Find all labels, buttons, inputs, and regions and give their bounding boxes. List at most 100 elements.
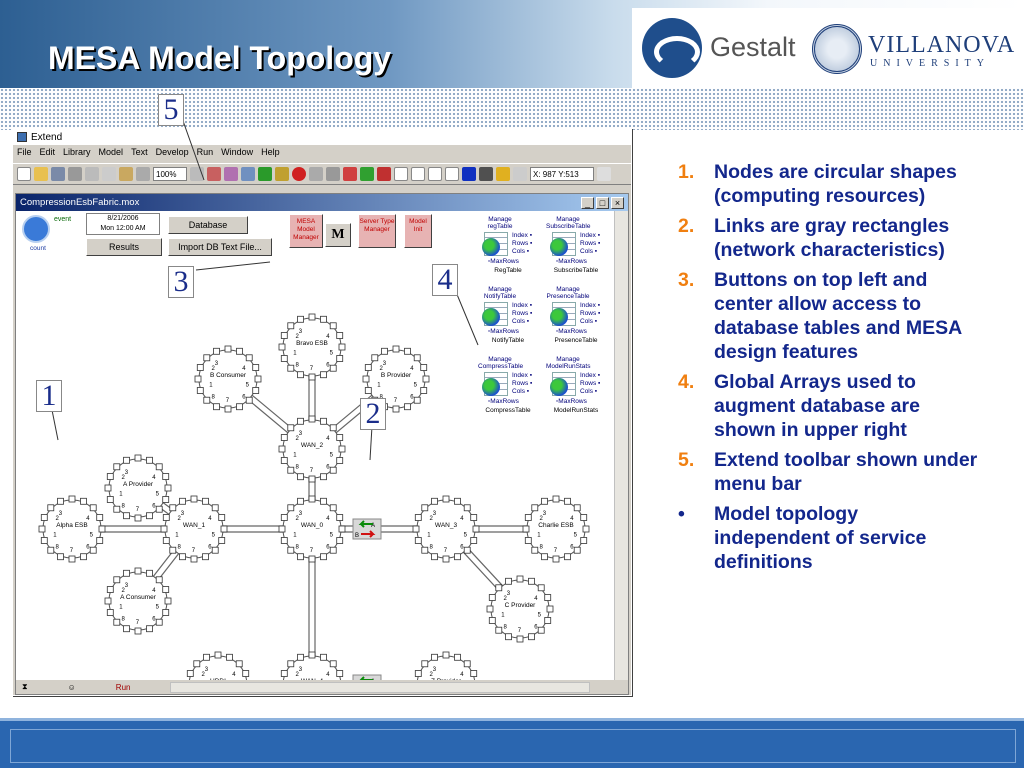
node-connector[interactable] — [580, 537, 588, 544]
node-connector[interactable] — [280, 514, 288, 521]
node-connector[interactable] — [96, 537, 104, 544]
step-icon[interactable] — [309, 167, 323, 181]
node-connector[interactable] — [203, 354, 211, 362]
results-button[interactable]: Results — [86, 238, 162, 256]
node-connector[interactable] — [420, 364, 428, 371]
node-connector[interactable] — [98, 525, 106, 533]
check-icon[interactable] — [360, 167, 374, 181]
grid-icon[interactable] — [597, 167, 611, 181]
node-connector[interactable] — [336, 670, 344, 677]
node-connector[interactable] — [104, 484, 112, 492]
node-connector[interactable] — [541, 553, 548, 561]
node-connector[interactable] — [106, 473, 114, 480]
node-connector[interactable] — [297, 473, 304, 481]
menu-file[interactable]: File — [17, 147, 32, 157]
pointer-plus-icon[interactable] — [411, 167, 425, 181]
node-connector[interactable] — [38, 525, 46, 533]
node-label[interactable]: WAN_2 — [301, 442, 324, 449]
node-connector[interactable] — [280, 355, 288, 362]
node-connector[interactable] — [202, 553, 209, 561]
connect-icon[interactable] — [326, 167, 340, 181]
node-connector[interactable] — [524, 514, 532, 521]
node-connector[interactable] — [287, 504, 295, 512]
node-connector[interactable] — [404, 347, 411, 355]
node-connector[interactable] — [522, 525, 530, 533]
node-label[interactable]: WAN_1 — [183, 522, 206, 529]
node-connector[interactable] — [113, 618, 121, 626]
node-connector[interactable] — [364, 387, 372, 394]
node-connector[interactable] — [329, 466, 337, 474]
node-connector[interactable] — [164, 484, 172, 492]
server-type-manager-button[interactable]: Server Type Manager — [358, 214, 396, 248]
node-connector[interactable] — [364, 364, 372, 371]
node-label[interactable]: A Provider — [123, 481, 154, 488]
node-uddi[interactable]: 32415867UDDI — [185, 651, 251, 681]
node-connector[interactable] — [213, 403, 220, 411]
menu-run[interactable]: Run — [196, 147, 214, 157]
blue-box-icon[interactable] — [462, 167, 476, 181]
page-icon[interactable] — [513, 167, 527, 181]
node-connector[interactable] — [190, 495, 198, 503]
open-folder-icon[interactable] — [34, 167, 48, 181]
node-connector[interactable] — [541, 497, 548, 505]
node-connector[interactable] — [155, 618, 163, 626]
node-connector[interactable] — [336, 355, 344, 362]
node-connector[interactable] — [113, 576, 121, 584]
library-icon[interactable] — [224, 167, 238, 181]
node-connector[interactable] — [146, 625, 153, 633]
node-connector[interactable] — [336, 457, 344, 464]
close-button[interactable]: × — [611, 196, 624, 209]
node-connector[interactable] — [544, 617, 552, 624]
node-connector[interactable] — [123, 456, 130, 464]
print-icon[interactable] — [68, 167, 82, 181]
undo-icon[interactable] — [136, 167, 150, 181]
animate-icon[interactable] — [275, 167, 289, 181]
node-connector[interactable] — [297, 553, 304, 561]
node-connector[interactable] — [329, 660, 337, 668]
node-connector[interactable] — [169, 546, 177, 554]
node-connector[interactable] — [308, 555, 316, 563]
node-connector[interactable] — [336, 514, 344, 521]
node-connector[interactable] — [531, 546, 539, 554]
node-connector[interactable] — [224, 405, 232, 413]
node-label[interactable]: UDDI — [210, 678, 226, 681]
node-connector[interactable] — [308, 373, 316, 381]
zoom-select[interactable]: 100% — [153, 167, 187, 181]
node-connector[interactable] — [336, 434, 344, 441]
node-connector[interactable] — [297, 417, 304, 425]
node-connector[interactable] — [564, 553, 571, 561]
node-connector[interactable] — [155, 576, 163, 584]
node-connector[interactable] — [123, 512, 130, 520]
node-label[interactable]: C Provider — [505, 602, 537, 609]
notebook-icon[interactable] — [241, 167, 255, 181]
node-connector[interactable] — [392, 345, 400, 353]
node-label[interactable]: WAN_3 — [435, 522, 458, 529]
menu-develop[interactable]: Develop — [155, 147, 189, 157]
node-connector[interactable] — [280, 332, 288, 339]
node-connector[interactable] — [162, 609, 170, 616]
node-connector[interactable] — [280, 670, 288, 677]
node-connector[interactable] — [134, 627, 142, 635]
m-logo-button[interactable]: M — [325, 223, 351, 247]
node-connector[interactable] — [495, 626, 503, 634]
node-connector[interactable] — [190, 555, 198, 563]
node-connector[interactable] — [134, 454, 142, 462]
node-connector[interactable] — [320, 315, 327, 323]
node-connector[interactable] — [162, 537, 170, 544]
node-connector[interactable] — [218, 514, 226, 521]
node-connector[interactable] — [531, 504, 539, 512]
node-connector[interactable] — [280, 537, 288, 544]
node-connector[interactable] — [308, 495, 316, 503]
node-connector[interactable] — [472, 525, 480, 533]
node-connector[interactable] — [252, 387, 260, 394]
node-connector[interactable] — [573, 546, 581, 554]
node-connector[interactable] — [413, 354, 421, 362]
node-connector[interactable] — [495, 584, 503, 592]
ab-link-rect[interactable] — [352, 674, 382, 681]
node-connector[interactable] — [431, 497, 438, 505]
menu-library[interactable]: Library — [63, 147, 91, 157]
